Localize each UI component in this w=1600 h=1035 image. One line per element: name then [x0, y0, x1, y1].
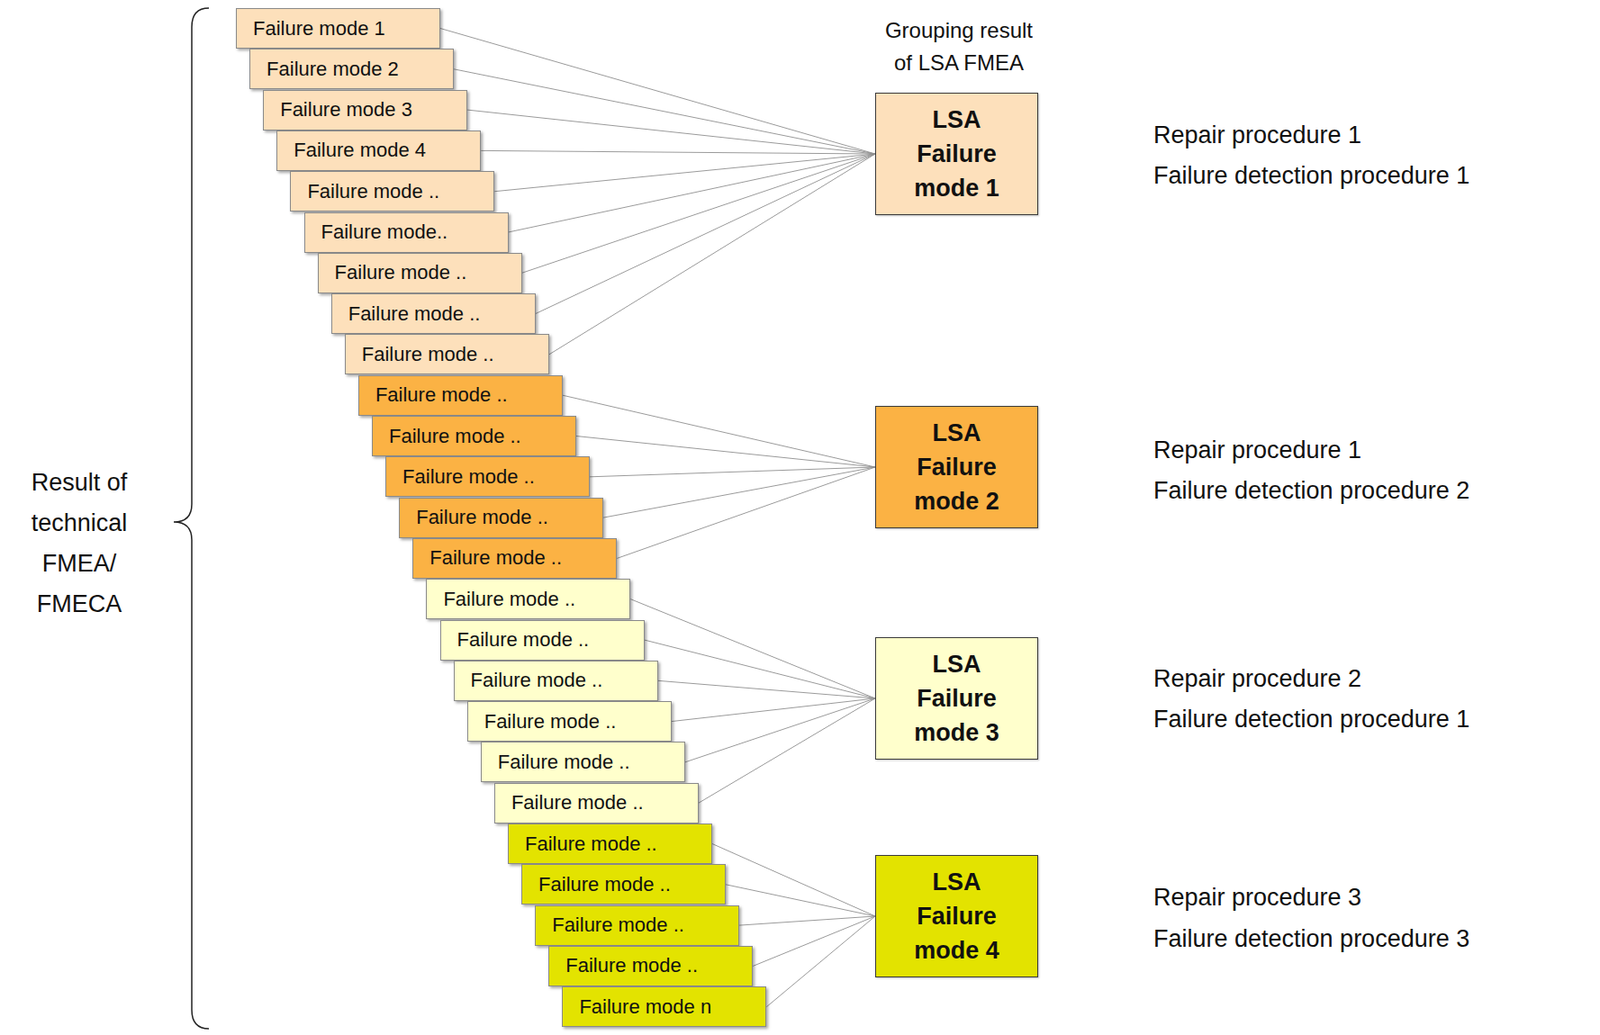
node-text: Failure mode ..: [524, 832, 658, 857]
column-heading: Grouping result of LSA FMEA: [873, 14, 1045, 80]
node-text: Failure mode ..: [538, 873, 671, 897]
node-text: LSA Failure mode 3: [900, 647, 1013, 751]
node-text: Failure mode ..: [375, 383, 508, 407]
node-text: Failure mode ..: [551, 913, 685, 938]
failure-mode-box: Failure mode ..: [317, 253, 523, 294]
failure-mode-box: Failure mode ..: [440, 620, 645, 661]
grouping-line: [766, 916, 876, 1008]
procedure-label: Repair procedure 3: [1153, 884, 1362, 913]
procedure-label: Repair procedure 1: [1153, 436, 1362, 465]
failure-mode-box: Failure mode ..: [521, 864, 726, 905]
node-text: Failure mode ..: [307, 180, 440, 204]
failure-mode-box: Failure mode ..: [289, 171, 495, 212]
failure-mode-box: Failure mode ..: [385, 456, 590, 498]
node-text: Failure mode ..: [361, 343, 495, 367]
failure-mode-box: Failure mode ..: [467, 701, 672, 742]
failure-mode-box: Failure mode ..: [494, 783, 699, 824]
lsa-failure-mode-box: LSA Failure mode 4: [875, 855, 1039, 978]
grouping-line: [685, 698, 876, 763]
grouping-line: [752, 916, 876, 967]
lsa-failure-mode-box: LSA Failure mode 1: [875, 92, 1039, 216]
failure-mode-box: Failure mode n: [561, 986, 767, 1028]
procedure-label: Repair procedure 1: [1153, 121, 1362, 150]
failure-mode-box: Failure mode ..: [548, 946, 753, 987]
node-text: Failure mode ..: [565, 954, 698, 978]
procedure-label: Failure detection procedure 2: [1153, 477, 1470, 506]
grouping-line: [440, 28, 876, 155]
node-text: LSA Failure mode 2: [900, 415, 1013, 519]
node-text: Failure mode ..: [429, 546, 562, 570]
failure-mode-box: Failure mode ..: [534, 905, 740, 947]
node-text: Failure mode 2: [266, 57, 399, 82]
failure-mode-box: Failure mode ..: [331, 293, 536, 335]
grouping-line: [739, 916, 876, 926]
grouping-line: [603, 467, 876, 518]
grouping-line: [725, 885, 876, 917]
node-text: Failure mode ..: [388, 424, 522, 449]
failure-mode-box: Failure mode 3: [262, 90, 468, 131]
grouping-line: [467, 109, 876, 154]
failure-mode-box: Failure mode ..: [453, 660, 659, 702]
failure-mode-box: Failure mode 1: [235, 8, 441, 49]
procedure-label: Failure detection procedure 1: [1153, 162, 1470, 190]
failure-mode-box: Failure mode ..: [412, 538, 617, 579]
node-text: Failure mode ..: [442, 587, 576, 612]
failure-mode-box: Failure mode..: [304, 212, 509, 254]
node-text: Failure mode ..: [497, 750, 631, 775]
procedure-label: Failure detection procedure 3: [1153, 925, 1470, 954]
node-text: Failure mode ..: [415, 506, 549, 530]
grouping-line: [630, 599, 876, 699]
grouping-line: [549, 153, 876, 355]
grouping-line: [658, 680, 876, 699]
failure-mode-box: Failure mode ..: [398, 497, 604, 539]
grouping-line: [522, 153, 876, 273]
grouping-line: [453, 69, 876, 154]
failure-mode-box: Failure mode ..: [344, 334, 550, 375]
failure-mode-box: Failure mode 2: [249, 48, 454, 90]
grouping-line: [576, 436, 876, 469]
procedure-label: Failure detection procedure 1: [1153, 705, 1470, 734]
lsa-failure-mode-box: LSA Failure mode 3: [875, 637, 1039, 760]
grouping-line: [616, 467, 876, 559]
grouping-line: [698, 698, 876, 804]
failure-mode-box: Failure mode ..: [507, 823, 713, 865]
node-text: Failure mode 4: [293, 138, 426, 163]
node-text: Failure mode 3: [280, 98, 413, 122]
failure-mode-box: Failure mode ..: [358, 375, 563, 416]
node-text: Failure mode ..: [484, 710, 617, 734]
section-label: Result of technical FMEA/ FMECA: [16, 462, 143, 625]
grouping-line: [480, 150, 876, 154]
node-text: LSA Failure mode 4: [900, 865, 1013, 968]
grouping-line: [562, 395, 876, 468]
procedure-label: Repair procedure 2: [1153, 665, 1362, 694]
grouping-line: [508, 153, 877, 233]
node-text: Failure mode ..: [457, 628, 590, 652]
failure-mode-box: Failure mode ..: [480, 741, 686, 783]
grouping-line: [535, 153, 876, 315]
node-text: LSA Failure mode 1: [900, 102, 1013, 206]
failure-mode-box: Failure mode ..: [425, 578, 631, 620]
node-text: Failure mode..: [321, 220, 449, 245]
grouping-line: [644, 640, 877, 699]
grouping-line: [671, 698, 876, 723]
failure-mode-box: Failure mode 4: [276, 130, 481, 172]
curly-brace: [173, 8, 209, 1030]
node-text: Failure mode 1: [253, 17, 386, 41]
node-text: Failure mode n: [578, 995, 712, 1020]
node-text: Failure mode ..: [511, 791, 644, 815]
failure-mode-box: Failure mode ..: [371, 415, 577, 457]
node-text: Failure mode ..: [348, 302, 481, 326]
grouping-line: [494, 153, 876, 192]
node-text: Failure mode ..: [402, 465, 535, 489]
lsa-failure-mode-box: LSA Failure mode 2: [875, 406, 1039, 529]
node-text: Failure mode ..: [470, 668, 604, 693]
node-text: Failure mode ..: [334, 261, 468, 285]
